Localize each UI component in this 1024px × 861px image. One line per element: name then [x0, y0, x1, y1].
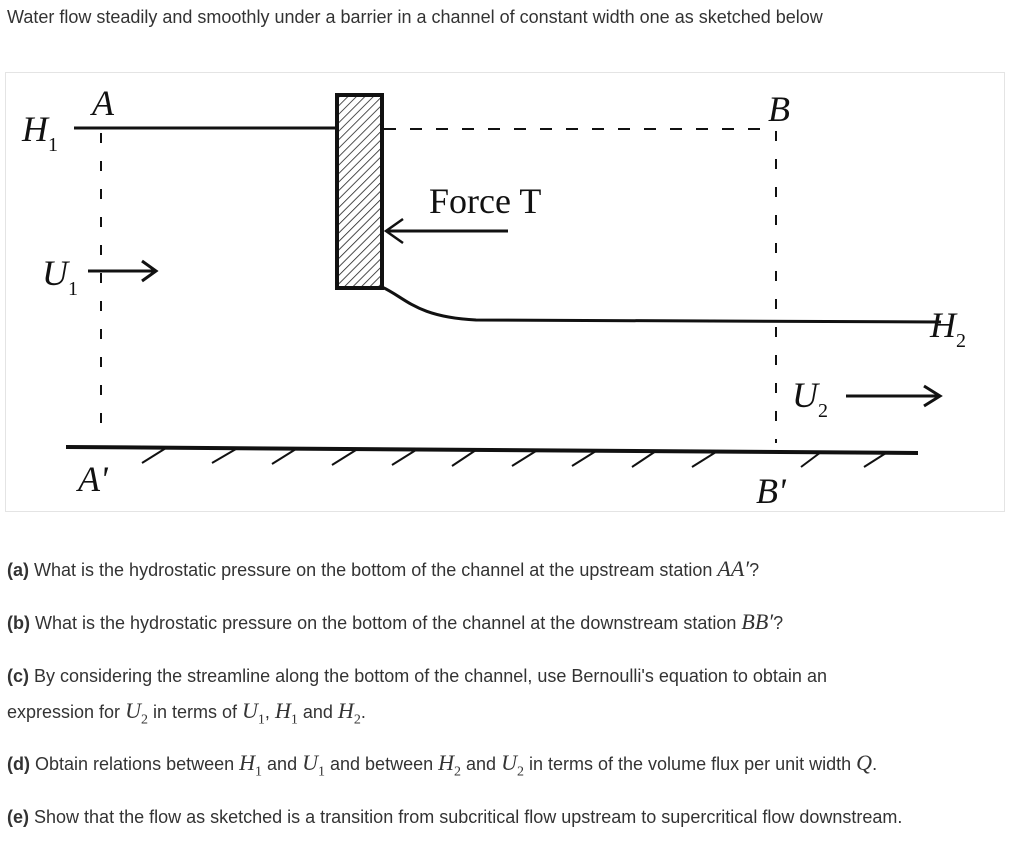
question-d-var1: H1	[239, 750, 263, 780]
question-d-and1: and	[267, 754, 298, 774]
question-b-var: BB′	[741, 609, 774, 634]
question-e-tag: (e)	[7, 807, 29, 827]
question-c-var2: U1	[242, 698, 265, 728]
label-a: A	[90, 83, 115, 123]
question-c-end: .	[360, 702, 366, 722]
question-d-tag: (d)	[7, 754, 30, 774]
question-c-var1: U2	[125, 698, 148, 728]
channel-bottom-hatching	[141, 447, 887, 468]
question-d-var2: U1	[302, 750, 325, 780]
question-c-line2: expression for U2 in terms of U1, H1 and…	[7, 696, 366, 735]
question-d-var5: Q	[856, 750, 873, 775]
u2-arrow-head	[923, 384, 943, 408]
label-force-t: Force T	[429, 181, 541, 221]
question-c-comma: ,	[264, 702, 270, 722]
question-b-text: What is the hydrostatic pressure on the …	[35, 613, 737, 633]
question-d: (d) Obtain relations between H1 and U1 a…	[7, 748, 877, 787]
u1-arrow-head	[141, 259, 159, 283]
question-c-text2: expression for	[7, 702, 121, 722]
question-c-var4: H2	[337, 698, 361, 728]
question-c-text: By considering the streamline along the …	[34, 666, 827, 686]
question-a-end: ?	[749, 560, 760, 580]
figure-svg: A B A' B' H1 U1 H2 U2 Force T	[21, 83, 966, 511]
question-e-text: Show that the flow as sketched is a tran…	[34, 807, 903, 827]
question-c-and: and	[302, 702, 333, 722]
label-h2: H2	[929, 305, 966, 352]
barrier	[335, 93, 384, 290]
question-e: (e) Show that the flow as sketched is a …	[7, 802, 902, 832]
label-b: B	[768, 89, 790, 129]
question-d-end: .	[872, 754, 878, 774]
question-c-var3: H1	[274, 698, 298, 728]
downstream-surface-line	[381, 285, 942, 324]
barrier-flow-figure: A B A' B' H1 U1 H2 U2 Force T	[5, 72, 1005, 512]
question-d-text2: and between	[330, 754, 434, 774]
label-a-prime: A'	[76, 459, 109, 499]
question-a: (a) What is the hydrostatic pressure on …	[7, 554, 759, 585]
label-u2: U2	[792, 375, 828, 422]
question-a-tag: (a)	[7, 560, 29, 580]
question-a-var: AA′	[717, 556, 750, 581]
question-d-and2: and	[466, 754, 497, 774]
question-a-text: What is the hydrostatic pressure on the …	[34, 560, 713, 580]
question-b: (b) What is the hydrostatic pressure on …	[7, 607, 783, 638]
question-d-text1: Obtain relations between	[35, 754, 235, 774]
question-c-text3: in terms of	[152, 702, 238, 722]
question-b-tag: (b)	[7, 613, 30, 633]
question-c-line1: (c) By considering the streamline along …	[7, 661, 827, 691]
question-d-var3: H2	[438, 750, 462, 780]
question-b-end: ?	[773, 613, 784, 633]
force-arrow-head	[383, 217, 404, 245]
label-u1: U1	[42, 253, 78, 300]
question-d-text3: in terms of the volume flux per unit wid…	[529, 754, 852, 774]
label-b-prime: B'	[756, 471, 787, 511]
question-c-tag: (c)	[7, 666, 29, 686]
channel-bottom	[65, 445, 919, 455]
question-d-var4: U2	[501, 750, 524, 780]
label-h1: H1	[21, 109, 58, 156]
intro-text: Water flow steadily and smoothly under a…	[7, 7, 823, 27]
